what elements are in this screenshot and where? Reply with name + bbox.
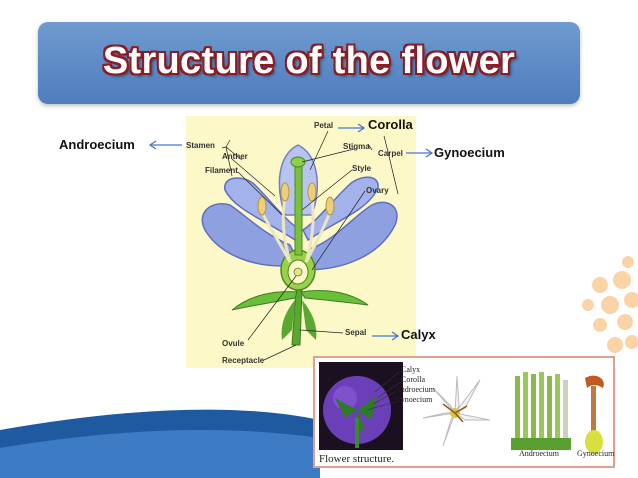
purple-flower-photo [319,362,403,450]
label-style: Style [352,164,372,173]
photo-caption: Flower structure. [319,453,395,465]
photo-label-calyx: Calyx [401,365,421,374]
label-sepal: Sepal [345,328,367,337]
group-gynoecium: Gynoecium [434,145,505,160]
photo-illustrations [319,362,604,454]
leader-lines [221,130,399,361]
flower-petals [201,144,398,271]
label-anther: Anther [222,152,248,161]
group-corolla: Corolla [368,117,413,132]
stamens [257,182,335,263]
label-stigma: Stigma [343,142,370,151]
label-receptacle: Receptacle [222,356,265,365]
label-filament: Filament [205,166,238,175]
photo-label-corolla: Corolla [401,375,425,384]
group-arrows [148,123,434,341]
label-ovary: Ovary [366,186,389,195]
photo-leader-lines [366,371,402,411]
group-calyx: Calyx [401,327,436,342]
bottom-wave-light [0,430,320,478]
flower-structure-figure: Calyx Corolla Androecium Gynoecium Andro… [313,356,615,468]
label-ovule: Ovule [222,339,245,348]
label-carpel: Carpel [378,149,403,158]
photo-label-gynoecium: Gynoecium [395,395,433,404]
group-androecium: Androecium [59,137,135,152]
decorative-dots [582,256,638,353]
photo-bottom-androecium: Androecium [519,449,559,458]
photo-bottom-gynoecium: Gynoecium [577,449,615,458]
photo-label-androecium: Androecium [395,385,435,394]
label-petal: Petal [314,121,334,130]
white-lily-photo [422,375,491,447]
label-stamen: Stamen [186,141,215,150]
title-bar: Structure of the flower [38,22,580,104]
androecium-photo [511,372,571,450]
page-title: Structure of the flower [102,40,516,82]
gynoecium-photo [585,375,604,454]
